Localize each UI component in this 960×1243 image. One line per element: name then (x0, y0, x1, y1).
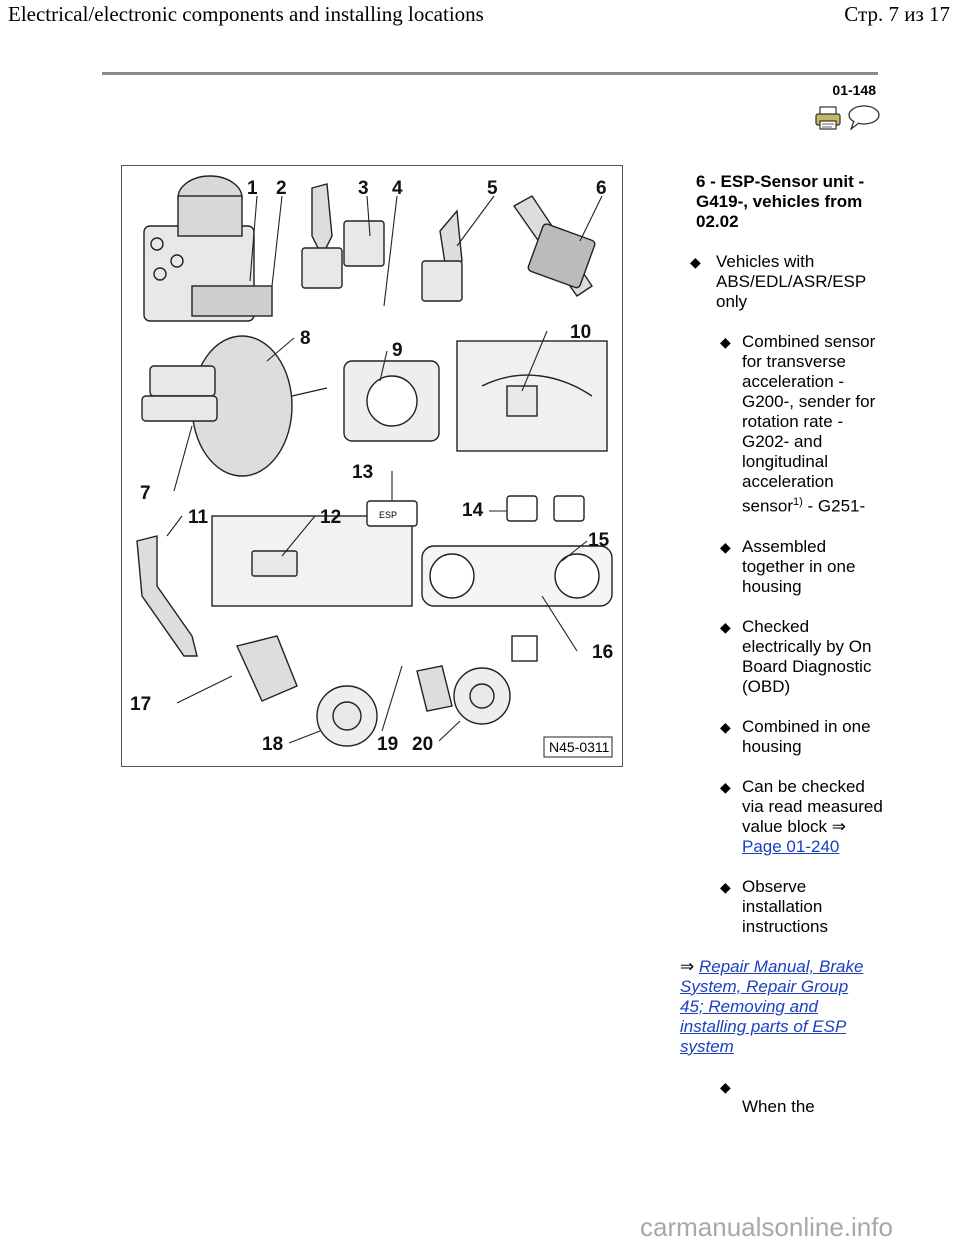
footnote-ref: 1) (793, 496, 803, 508)
diamond-bullet-icon: ◆ (720, 538, 731, 555)
callout-8: 8 (300, 328, 311, 349)
callout-17: 17 (130, 694, 151, 715)
document-title: Electrical/electronic components and ins… (8, 2, 484, 26)
callout-10: 10 (570, 322, 591, 343)
list-item-text: Assembled together in one housing (742, 536, 856, 596)
callout-7: 7 (140, 483, 151, 504)
callout-labels: 1 2 3 4 5 6 7 8 9 10 11 12 13 14 15 16 1… (130, 178, 613, 755)
callout-2: 2 (276, 178, 287, 199)
diamond-bullet-icon: ◆ (720, 334, 731, 350)
esp-switch-label: ESP (379, 510, 397, 520)
diamond-bullet-icon: ◆ (720, 878, 731, 895)
figure-code-box (543, 736, 613, 758)
list-item: ◆ Can be checked via read measured value… (720, 776, 888, 857)
list-item-text: When the (742, 1096, 815, 1116)
page-number: 01-148 (832, 82, 876, 98)
callout-14: 14 (462, 500, 484, 521)
callout-1: 1 (247, 178, 258, 199)
callout-20: 20 (412, 734, 433, 755)
list-item: ◆ Vehicles with ABS/EDL/ASR/ESP only (690, 252, 896, 312)
list-item-text: Observe installation instructions (742, 876, 828, 936)
callout-11: 11 (188, 507, 209, 528)
callout-18: 18 (262, 734, 283, 755)
callout-5: 5 (487, 178, 498, 199)
diamond-bullet-icon: ◆ (720, 1078, 731, 1095)
list-item-text: - G251- (802, 496, 866, 516)
list-item-text: Checked electrically by On Board Diagnos… (742, 616, 872, 696)
list-item-text: Combined sensor for transverse accelerat… (742, 332, 876, 516)
list-item-text: Vehicles with ABS/EDL/ASR/ESP only (716, 252, 866, 311)
list-item: ◆ Assembled together in one housing (720, 536, 888, 597)
figure-code: N45-0311 (549, 739, 610, 755)
callout-13: 13 (352, 462, 373, 483)
item-heading: 6 - ESP-Sensor unit -G419-, vehicles fro… (696, 172, 865, 231)
repair-manual-reference: ⇒ Repair Manual, Brake System, Repair Gr… (680, 957, 870, 1057)
callout-16: 16 (592, 642, 613, 663)
printer-icon[interactable] (815, 106, 841, 130)
item-description: 6 - ESP-Sensor unit -G419-, vehicles fro… (680, 172, 883, 1117)
watermark: carmanualsonline.info (640, 1212, 893, 1242)
diamond-bullet-icon: ◆ (720, 778, 731, 795)
repair-manual-link[interactable]: Repair Manual, Brake System, Repair Grou… (680, 956, 864, 1056)
component-illustration: 1 2 3 4 5 6 7 8 9 10 11 12 13 14 15 16 1… (121, 165, 623, 767)
arrow-icon: ⇒ (680, 956, 695, 976)
page-counter: Стр. 7 из 17 (844, 2, 950, 26)
list-item: ◆ Observe installation instructions (720, 876, 888, 937)
callout-19: 19 (377, 734, 398, 755)
list-item-text: Can be checked via read measured value b… (742, 776, 883, 836)
page-link[interactable]: Page 01-240 (742, 836, 840, 856)
callout-15: 15 (588, 530, 610, 551)
list-item: ◆ When the (720, 1077, 888, 1117)
header-divider (102, 72, 878, 75)
list-item-text: Combined in one housing (742, 716, 871, 756)
diamond-bullet-icon: ◆ (720, 618, 731, 635)
callout-4: 4 (392, 178, 403, 199)
callout-3: 3 (358, 178, 369, 199)
list-item: ◆ Combined sensor for transverse acceler… (720, 332, 888, 517)
diamond-bullet-icon: ◆ (690, 254, 701, 270)
speech-bubble-icon[interactable] (846, 104, 880, 130)
callout-6: 6 (596, 178, 607, 199)
callout-12: 12 (320, 507, 341, 528)
list-item: ◆ Combined in one housing (720, 716, 888, 757)
list-item: ◆ Checked electrically by On Board Diagn… (720, 616, 888, 697)
component-drawing: 1 2 3 4 5 6 7 8 9 10 11 12 13 14 15 16 1… (130, 175, 613, 758)
callout-9: 9 (392, 340, 403, 361)
diamond-bullet-icon: ◆ (720, 718, 731, 735)
